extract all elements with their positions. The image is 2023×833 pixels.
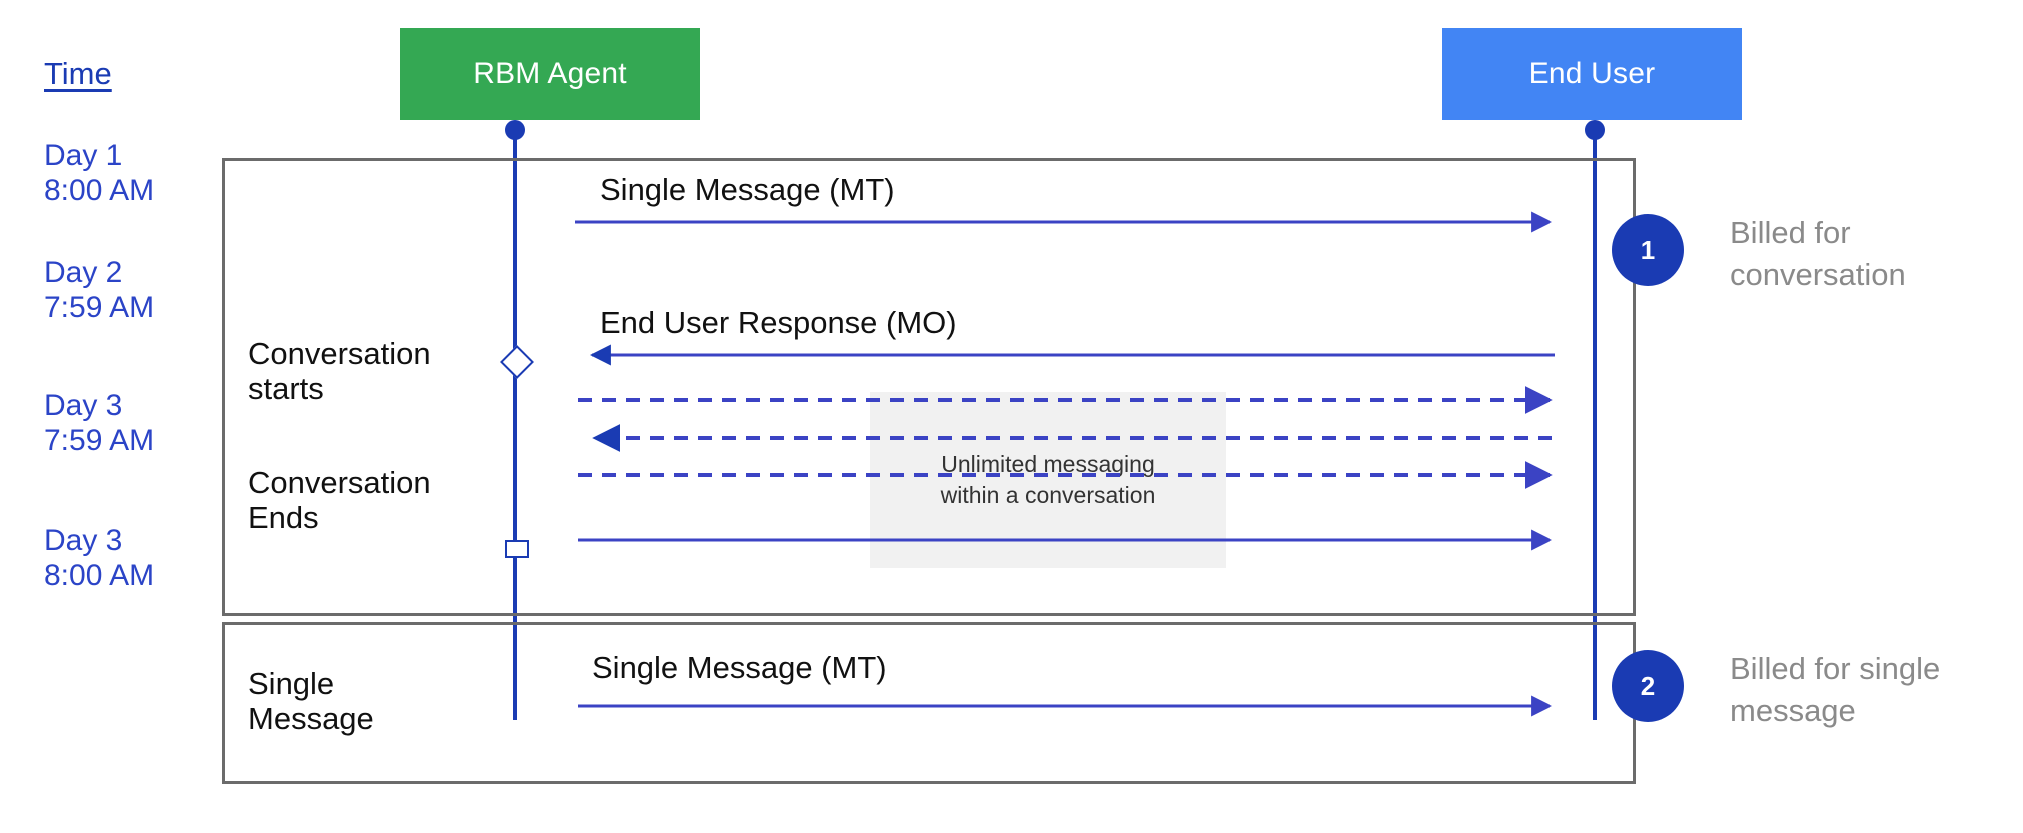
callout-badge-1[interactable]: 1 — [1612, 214, 1684, 286]
time-tick-day2-time: 7:59 AM — [44, 290, 155, 324]
callout-badge-2[interactable]: 2 — [1612, 650, 1684, 722]
actor-rbm-agent[interactable]: RBM Agent — [400, 28, 700, 120]
lifeline-agent — [513, 128, 517, 720]
time-tick-day2-day: Day 2 — [44, 256, 123, 289]
phase-label-single-message-line2: Message — [248, 701, 374, 737]
phase-label-single-message: Single Message — [248, 666, 488, 736]
phase-label-conversation-ends-line1: Conversation — [248, 465, 431, 500]
callout-text-2-line2: message — [1730, 692, 1856, 728]
time-tick-day3-single: Day 3 8:00 AM — [44, 524, 154, 593]
phase-label-conversation-starts: Conversation starts — [248, 336, 488, 406]
callout-badge-1-number: 1 — [1640, 234, 1656, 265]
time-tick-day3-end-time: 7:59 AM — [44, 423, 155, 457]
callout-badge-2-number: 2 — [1640, 670, 1656, 701]
actor-end-user[interactable]: End User — [1442, 28, 1742, 120]
message-caption-single-message-mt-2: Single Message (MT) — [592, 650, 887, 685]
message-caption-end-user-response-mo: End User Response (MO) — [600, 305, 957, 340]
callout-text-1-line1: Billed for — [1730, 215, 1851, 250]
time-tick-day2: Day 2 7:59 AM — [44, 256, 154, 325]
phase-label-conversation-ends-line2: Ends — [248, 500, 319, 536]
phase-label-conversation-ends: Conversation Ends — [248, 465, 488, 535]
time-tick-day3-single-day: Day 3 — [44, 524, 123, 557]
callout-text-2-line1: Billed for single — [1730, 651, 1941, 686]
marker-conversation-end-square — [505, 540, 529, 558]
lifeline-user — [1593, 128, 1597, 720]
note-line-1: Unlimited messaging — [941, 450, 1155, 477]
phase-label-conversation-starts-line1: Conversation — [248, 336, 431, 371]
message-caption-single-message-mt-1: Single Message (MT) — [600, 172, 895, 207]
phase-label-single-message-line1: Single — [248, 666, 335, 701]
time-tick-day3-end-day: Day 3 — [44, 389, 123, 422]
actor-end-user-label: End User — [1528, 57, 1656, 90]
time-axis-header: Time — [44, 56, 112, 91]
callout-text-2: Billed for single message — [1730, 648, 2023, 732]
time-tick-day1-day: Day 1 — [44, 139, 123, 172]
callout-text-1-line2: conversation — [1730, 256, 1906, 292]
callout-text-1: Billed for conversation — [1730, 212, 2020, 296]
time-tick-day3-end: Day 3 7:59 AM — [44, 389, 154, 458]
note-line-2: within a conversation — [940, 482, 1156, 508]
time-tick-day1: Day 1 8:00 AM — [44, 139, 154, 208]
time-tick-day3-single-time: 8:00 AM — [44, 558, 155, 592]
time-tick-day1-time: 8:00 AM — [44, 173, 155, 207]
frame-conversation — [222, 158, 1636, 616]
actor-rbm-agent-label: RBM Agent — [473, 57, 627, 90]
phase-label-conversation-starts-line2: starts — [248, 371, 324, 407]
